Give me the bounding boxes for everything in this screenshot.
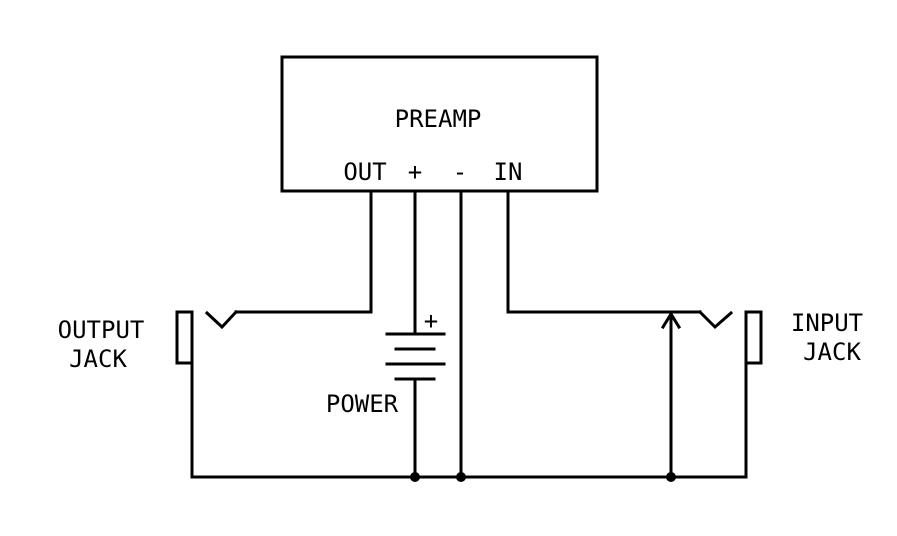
- input-jack-tip: [697, 309, 734, 330]
- switch-arrow-icon: [660, 311, 682, 330]
- wires: [190, 189, 748, 479]
- preamp-pin-out-label: OUT: [343, 158, 386, 186]
- wire-out: [234, 189, 373, 314]
- battery-polarity-label: +: [424, 307, 438, 335]
- preamp-title: PREAMP: [395, 105, 482, 133]
- output-jack-tip: [204, 309, 239, 330]
- preamp-box: [280, 55, 599, 193]
- power-label: POWER: [326, 390, 399, 418]
- junction-dot: [410, 472, 420, 482]
- junction-dot: [666, 472, 676, 482]
- preamp-pin-in-label: IN: [494, 158, 523, 186]
- junctions: [410, 472, 676, 482]
- wire-in: [506, 189, 702, 314]
- preamp-pin-plus-label: +: [408, 158, 422, 186]
- input-jack-body: [744, 310, 763, 365]
- output-jack-label-line2: JACK: [69, 345, 127, 373]
- output-jack-body: [175, 310, 194, 365]
- preamp-pin-minus-label: -: [453, 158, 467, 186]
- junction-dot: [456, 472, 466, 482]
- preamp-block: PREAMP OUT + - IN: [280, 55, 599, 193]
- input-jack: INPUT JACK: [697, 309, 863, 366]
- input-jack-label-line2: JACK: [803, 338, 861, 366]
- input-jack-label-line1: INPUT: [791, 309, 863, 337]
- battery: + POWER: [326, 307, 446, 418]
- output-jack-label-line1: OUTPUT: [58, 316, 145, 344]
- output-jack: OUTPUT JACK: [58, 309, 239, 373]
